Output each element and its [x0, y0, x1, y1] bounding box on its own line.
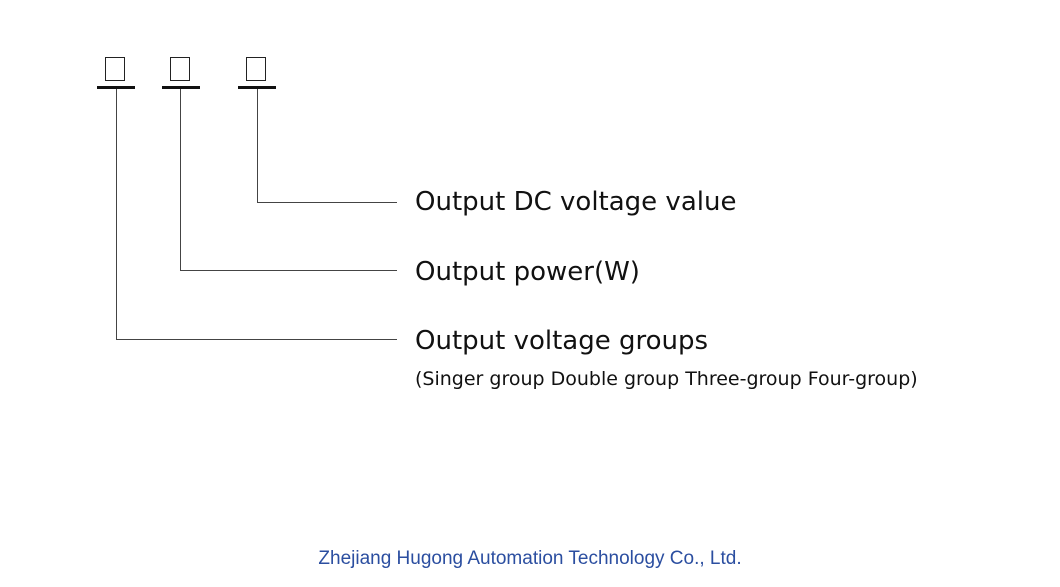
- underline-dc-voltage: [238, 86, 276, 89]
- label-voltage-groups-options: (Singer group Double group Three-group F…: [415, 368, 918, 390]
- company-footer: Zhejiang Hugong Automation Technology Co…: [318, 548, 742, 569]
- code-box-dc-voltage: [246, 57, 266, 81]
- code-box-power: [170, 57, 190, 81]
- underline-voltage-groups: [97, 86, 135, 89]
- connector-voltage-groups-vertical: [116, 89, 117, 339]
- code-box-voltage-groups: [105, 57, 125, 81]
- label-voltage-groups: Output voltage groups: [415, 326, 709, 356]
- underline-power: [162, 86, 200, 89]
- label-output-power: Output power(W): [415, 257, 640, 287]
- connector-power-vertical: [180, 89, 181, 270]
- connector-dc-voltage-horizontal: [257, 202, 397, 203]
- connector-voltage-groups-horizontal: [116, 339, 397, 340]
- connector-dc-voltage-vertical: [257, 89, 258, 202]
- label-dc-voltage-value: Output DC voltage value: [415, 187, 737, 217]
- connector-power-horizontal: [180, 270, 397, 271]
